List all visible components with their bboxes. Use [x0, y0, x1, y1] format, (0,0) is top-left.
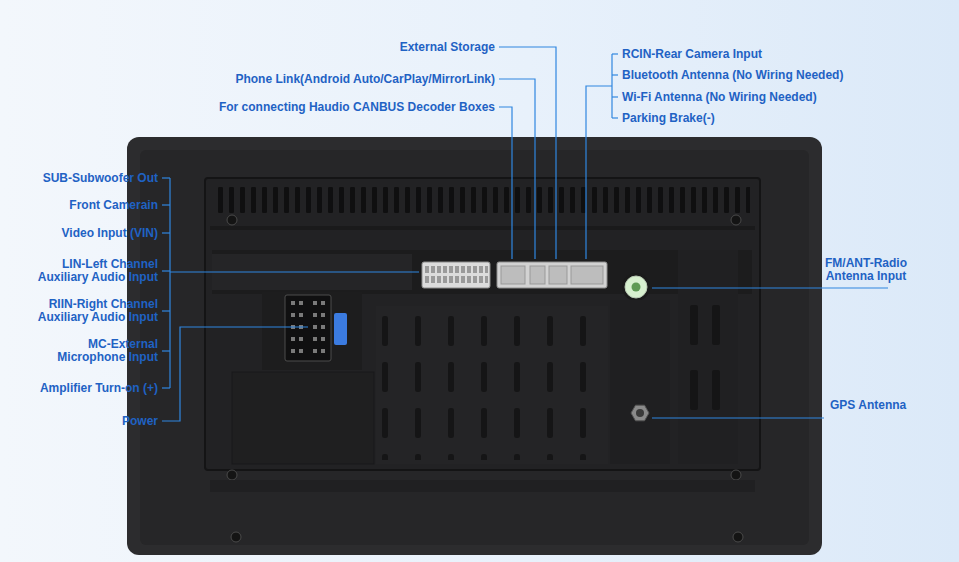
callout-label: Parking Brake(-) [622, 112, 715, 125]
bracket-tick [612, 74, 618, 75]
leader-line [499, 47, 556, 259]
bracket-tick [162, 310, 170, 311]
rail-slot [712, 305, 720, 345]
jack-pin [636, 409, 644, 417]
bracket [169, 178, 170, 388]
rail-slot [712, 370, 720, 410]
unit-back-plate [140, 150, 809, 545]
callout-label: MC-External Microphone Input [22, 338, 158, 364]
panel-ridge [210, 226, 755, 230]
callout-label: Amplifier Turn-on (+) [22, 382, 158, 395]
bracket-tick [162, 204, 170, 205]
screw [231, 532, 241, 542]
bracket-tick [162, 232, 170, 233]
leader-line [499, 79, 535, 259]
bracket-tick [612, 117, 618, 118]
jack-surround [622, 273, 650, 301]
leader-line [499, 107, 512, 259]
rail-slot [690, 370, 698, 410]
connector-recess [262, 292, 362, 370]
bracket-tick [162, 387, 170, 388]
screw [227, 215, 237, 225]
callout-label: RIIN-Right Channel Auxiliary Audio Input [22, 298, 158, 324]
gps-antenna-jack [631, 405, 649, 421]
callout-label: Wi-Fi Antenna (No Wiring Needed) [622, 91, 817, 104]
leader-lines [162, 47, 888, 421]
sub-connector [530, 266, 545, 284]
callout-label: External Storage [400, 41, 495, 54]
screw [731, 215, 741, 225]
sub-connector [501, 266, 525, 284]
jack-pin [632, 283, 641, 292]
callout-label: For connecting Haudio CANBUS Decoder Box… [219, 101, 495, 114]
callout-label: Phone Link(Android Auto/CarPlay/MirrorLi… [235, 73, 495, 86]
connector-group [497, 262, 607, 288]
callout-label: LIN-Left Channel Auxiliary Audio Input [22, 258, 158, 284]
ribs [378, 310, 606, 460]
bottom-ridge [210, 480, 755, 492]
bracket-tick [162, 350, 170, 351]
callout-label: GPS Antenna [830, 399, 906, 412]
harness-pins [424, 265, 488, 285]
callout-label: Bluetooth Antenna (No Wiring Needed) [622, 69, 843, 82]
callout-label: Video Input (VIN) [22, 227, 158, 240]
vent-slots [216, 187, 750, 213]
leader-line [162, 327, 308, 421]
inner-panel [205, 178, 760, 470]
lower-cover [232, 372, 374, 464]
callout-label: Front Camerain [22, 199, 158, 212]
right-rail [678, 250, 738, 464]
connector-clip [334, 313, 347, 345]
callout-label: RCIN-Rear Camera Input [622, 48, 762, 61]
side-block [610, 300, 670, 464]
rib-area [376, 306, 608, 464]
leader-line [652, 417, 824, 418]
leader-line [652, 287, 888, 288]
main-power-connector [285, 295, 331, 361]
screw [733, 532, 743, 542]
bracket-tick [612, 53, 618, 54]
bracket [611, 54, 612, 118]
rail-slot [690, 305, 698, 345]
fm-antenna-jack [625, 276, 647, 298]
bracket-tick [612, 96, 618, 97]
screw [227, 470, 237, 480]
leader-line [586, 86, 612, 259]
leader-line [170, 271, 419, 272]
harness-connector [422, 262, 490, 288]
unit-housing [127, 137, 822, 555]
bracket-tick [162, 177, 170, 178]
callout-label: FM/ANT-Radio Antenna Input [816, 257, 916, 283]
callout-label: SUB-Subwoofer Out [22, 172, 158, 185]
screw [731, 470, 741, 480]
bracket-tick [162, 270, 170, 271]
sub-connector [549, 266, 567, 284]
callout-label: Power [22, 415, 158, 428]
sub-connector [571, 266, 603, 284]
